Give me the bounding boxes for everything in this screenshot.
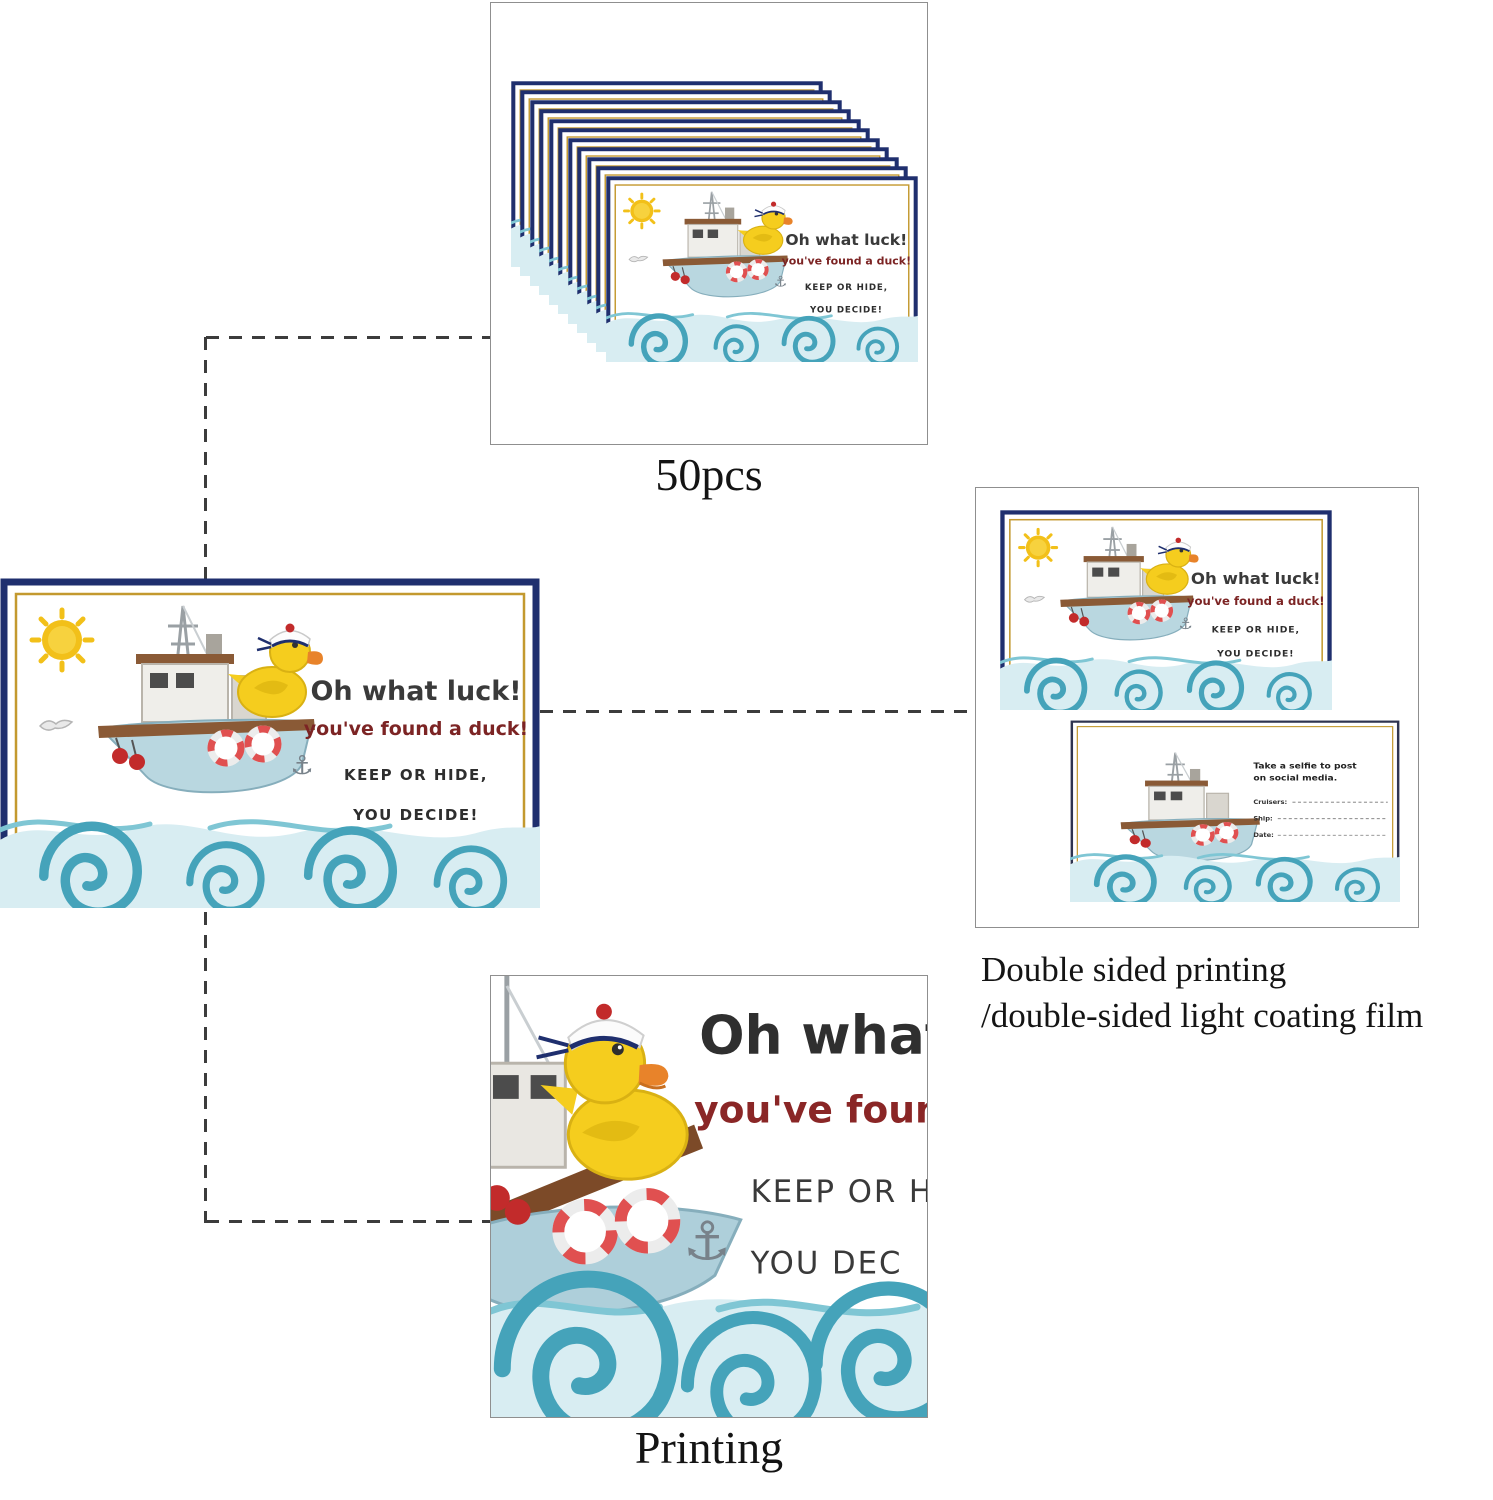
connector-line-top	[206, 336, 491, 339]
zoom-subheading: you've found	[694, 1088, 927, 1132]
stack-card	[606, 176, 918, 362]
stack-panel	[490, 2, 928, 445]
anchor-icon: ⚓	[683, 1209, 731, 1272]
double-sided-back-card	[1070, 720, 1400, 902]
double-sided-panel	[975, 487, 1419, 928]
zoom-line3: KEEP OR H	[751, 1174, 927, 1210]
printing-label: Printing	[634, 1422, 784, 1473]
connector-line-middle	[540, 710, 976, 713]
double-sided-front-card	[1000, 510, 1332, 710]
printing-panel: ⚓ Oh what you've found KEEP OR H YOU DEC	[490, 975, 928, 1418]
zoom-heading: Oh what	[699, 1003, 927, 1066]
card-front-large	[0, 578, 540, 908]
stack-count-label: 50pcs	[655, 449, 763, 500]
card-front-art	[0, 578, 540, 908]
double-sided-label: Double sided printing /double-sided ligh…	[981, 947, 1493, 1038]
printing-closeup-art: ⚓ Oh what you've found KEEP OR H YOU DEC	[491, 976, 927, 1417]
connector-line-bottom	[206, 1220, 491, 1223]
zoom-line4: YOU DEC	[750, 1245, 903, 1281]
double-sided-label-line2: /double-sided light coating film	[981, 995, 1424, 1035]
double-sided-label-line1: Double sided printing	[981, 950, 1287, 989]
